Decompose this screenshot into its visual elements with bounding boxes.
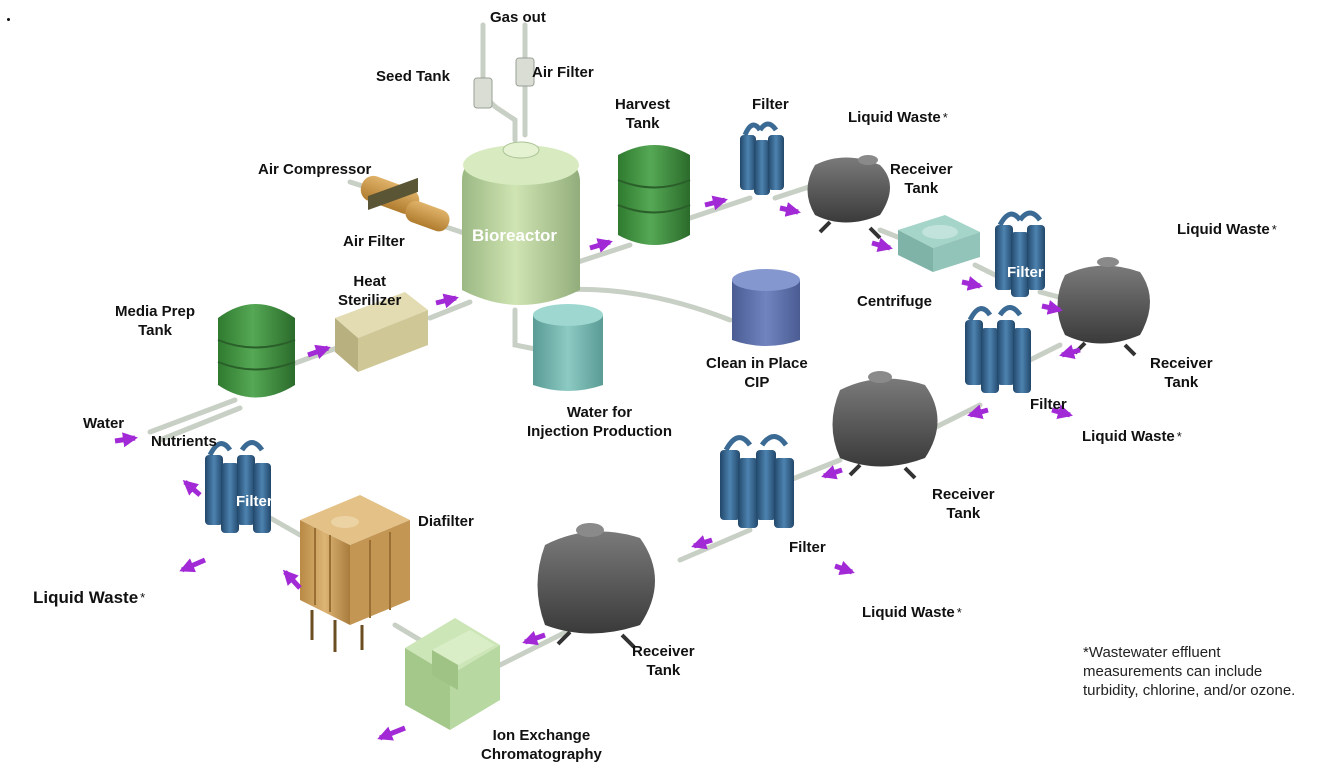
arrow-water [114,432,138,448]
arrow-filter2-waste [1041,300,1063,315]
arrow-filter1 [779,202,801,217]
pipe-receiver3-to-filter4 [787,457,843,483]
liquid-waste-4-label: Liquid Waste* [862,604,962,621]
receiver-tank-3-equipment [832,371,938,480]
filter-3-label: Filter [1030,396,1067,413]
nutrients-label: Nutrients [151,433,217,450]
arrow-chromatography-waste [377,725,406,741]
filter-1-equipment [740,121,784,195]
liquid-waste-1-label: Liquid Waste* [848,109,948,126]
diafilter-label: Diafilter [418,513,474,530]
pipe-bioreactor-to-wfi [512,307,543,353]
filter-3-equipment [965,305,1031,393]
filter-2-label: Filter [1007,264,1044,281]
pipe-filter3-to-receiver3 [927,402,983,433]
arrow-harvest [704,195,728,211]
pipe-sterilizer-to-bioreactor [427,299,473,321]
harvest-tank-label: Harvest Tank [615,96,671,132]
filter-2-equipment [995,210,1045,297]
arrow-filter4-waste [834,560,855,576]
air-filter-left-label: Air Filter [343,233,405,250]
arrow-bioreactor [589,238,613,253]
gas-out-label: Gas out [490,9,546,26]
pipe-bioreactor-to-harvest [575,242,633,265]
arrow-receiver4 [522,630,546,646]
ion-exchange-label: Ion Exchange Chromatography [481,727,602,763]
centrifuge-label: Centrifuge [857,293,932,310]
arrow-filter4 [691,535,713,550]
air-compressor-label: Air Compressor [258,161,372,178]
filter-5-label: Filter [236,493,273,510]
arrow-chromatography [282,569,302,590]
filter-1-label: Filter [752,96,789,113]
water-label: Water [83,415,125,432]
receiver-tank-1-equipment [807,155,890,240]
air-filter-top-label: Air Filter [532,64,594,81]
filter-4-label: Filter [789,539,826,556]
clean-in-place-label: Clean in Place CIP [706,355,808,391]
water-for-injection-label: Water for Injection Production [527,404,672,440]
stray-dot [7,18,10,21]
receiver-tank-2-label: Receiver Tank [1150,355,1213,391]
pipe-chromatography-to-diafilter [392,622,423,643]
receiver-tank-3-label: Receiver Tank [932,486,995,522]
arrow-filter5-up [182,480,202,497]
wastewater-footnote: *Wastewater effluent measurements can in… [1083,644,1296,699]
receiver-tank-1-label: Receiver Tank [890,161,953,197]
flow-arrows [114,195,1081,741]
arrow-sterilizer [435,293,459,309]
heat-sterilizer-label: Heat Sterilizer [338,273,402,309]
pipe-filter4-to-receiver4 [677,527,753,563]
arrow-centrifuge [961,276,983,291]
receiver-tank-4-equipment [537,523,655,649]
cip-equipment [732,269,800,346]
centrifuge-equipment [898,215,980,272]
receiver-tank-2-equipment [1057,257,1150,357]
arrow-filter3 [967,404,989,420]
media-prep-tank-label: Media Prep Tank [115,303,196,339]
arrow-filter3-waste [1051,404,1073,420]
receiver-tank-4-label: Receiver Tank [632,643,695,679]
heat-sterilizer-equipment [335,177,428,372]
seed-tank-label: Seed Tank [376,68,450,85]
bioreactor-equipment [462,141,580,305]
arrow-receiver2 [1059,344,1081,360]
chromatography-equipment [405,618,500,730]
liquid-waste-5-label: Liquid Waste* [33,588,146,607]
liquid-waste-3-label: Liquid Waste* [1082,428,1182,445]
arrow-receiver1 [871,237,893,253]
wfi-equipment [533,304,603,391]
air-filter-top-equipment [473,57,535,109]
bioreactor-label: Bioreactor [472,226,558,245]
harvest-tank-equipment [617,145,691,245]
filter-4-equipment [720,434,794,528]
diafilter-equipment [300,495,410,652]
arrow-filter5-waste [179,557,206,573]
arrow-receiver3 [821,465,843,480]
filter-5-equipment [205,440,271,533]
media-prep-tank-equipment [217,304,296,398]
arrow-media [307,344,331,360]
pipe-nutrients [157,405,243,443]
pipe-water [147,397,238,435]
liquid-waste-2-label: Liquid Waste* [1177,221,1277,238]
